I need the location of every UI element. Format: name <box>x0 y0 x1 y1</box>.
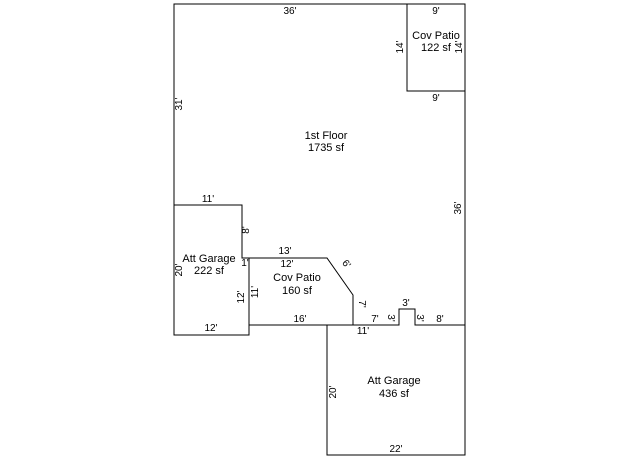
dim-patio-12: 12' <box>280 259 293 270</box>
dim-patio-left-14: 14' <box>395 40 406 53</box>
dim-right-36: 36' <box>453 201 464 214</box>
dim-notch-7: 7' <box>371 314 379 325</box>
dim-notch-8: 8' <box>436 314 444 325</box>
dim-patio-top-9: 9' <box>432 6 440 17</box>
dim-patio-bottom-9: 9' <box>432 93 440 104</box>
room-area-att-garage-bottom: 436 sf <box>379 388 410 400</box>
room-name-att-garage-left: Att Garage <box>182 253 235 265</box>
dim-notch-3-right: 3' <box>414 314 425 322</box>
dim-garage-bottom-12: 12' <box>204 323 217 334</box>
dim-notch-3-left: 3' <box>385 314 396 322</box>
dim-garage2-top-11: 11' <box>357 326 369 337</box>
dim-patio-11: 11' <box>250 286 261 298</box>
dim-garage-left-20: 20' <box>174 263 185 276</box>
dim-patio-right-14: 14' <box>454 40 465 53</box>
dim-patio-13: 13' <box>278 246 291 257</box>
dim-garage-top-11: 11' <box>202 194 214 205</box>
att-garage-left-outline <box>173 205 250 336</box>
room-name-cov-patio-mid: Cov Patio <box>273 272 321 284</box>
room-area-first-floor: 1735 sf <box>308 142 345 154</box>
room-labels: 1st Floor 1735 sf Cov Patio 122 sf Att G… <box>182 30 459 400</box>
walls <box>173 3 466 456</box>
dim-patio-bottom-16: 16' <box>293 314 306 325</box>
dim-left-31: 31' <box>174 97 185 110</box>
dim-patio-right-7: 7' <box>356 300 367 308</box>
dim-garage-8: 8' <box>241 226 252 234</box>
att-garage-bottom-outline <box>326 325 466 456</box>
dim-patio-left-12: 12' <box>236 290 247 303</box>
room-name-cov-patio-top: Cov Patio <box>412 30 460 42</box>
dim-patio-1: 1' <box>241 258 249 269</box>
room-area-att-garage-left: 222 sf <box>194 265 225 277</box>
dim-top-36: 36' <box>283 6 296 17</box>
room-name-first-floor: 1st Floor <box>305 130 348 142</box>
room-name-att-garage-bottom: Att Garage <box>367 375 420 387</box>
room-area-cov-patio-top: 122 sf <box>421 42 452 54</box>
dim-patio-diag-6: 6' <box>339 258 352 271</box>
dimension-labels: 36' 9' 14' 14' 9' 31' 36' 11' 8' 13' 12'… <box>174 6 465 455</box>
dim-notch-3-top: 3' <box>402 298 410 309</box>
room-area-cov-patio-mid: 160 sf <box>282 285 313 297</box>
dim-garage2-bottom-22: 22' <box>389 444 402 455</box>
dim-garage2-left-20: 20' <box>328 385 339 398</box>
cov-patio-top-outline <box>406 4 465 92</box>
